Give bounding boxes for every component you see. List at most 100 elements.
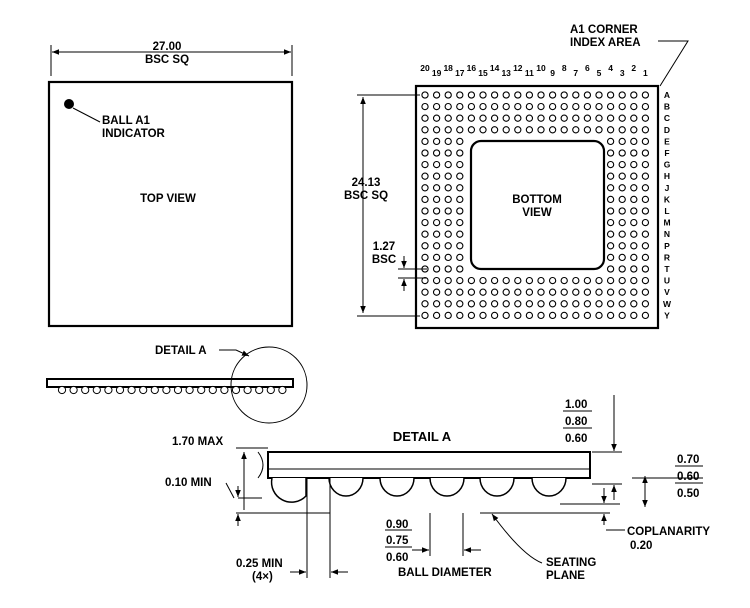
package-top-outline <box>47 80 294 328</box>
solder-ball <box>641 230 650 238</box>
solder-ball <box>641 91 650 99</box>
solder-ball <box>618 126 626 134</box>
side-ball <box>139 385 148 395</box>
solder-ball <box>490 91 499 99</box>
solder-ball <box>606 91 615 99</box>
solder-ball <box>444 149 452 157</box>
solder-ball <box>444 126 452 134</box>
top-width-note: BSC SQ <box>145 54 189 66</box>
solder-ball <box>525 102 534 111</box>
solder-ball <box>572 288 580 296</box>
column-label: 12 <box>513 63 523 73</box>
side-ball <box>185 385 194 395</box>
solder-ball <box>502 300 510 308</box>
row-label: D <box>664 125 670 135</box>
solder-ball <box>641 207 650 215</box>
solder-ball <box>630 149 638 157</box>
solder-ball <box>432 195 441 204</box>
solder-ball <box>421 311 429 320</box>
leader-line <box>72 107 101 123</box>
solder-ball <box>514 102 522 111</box>
solder-ball <box>432 311 441 320</box>
solder-ball <box>595 300 603 308</box>
column-label: 16 <box>467 63 477 73</box>
solder-ball <box>421 242 429 250</box>
solder-ball <box>467 102 476 111</box>
solder-ball <box>572 91 580 99</box>
row-label: V <box>664 287 670 297</box>
column-label: 7 <box>573 68 578 78</box>
solder-ball <box>583 102 592 111</box>
solder-ball <box>618 102 626 111</box>
solder-ball <box>514 91 522 99</box>
solder-ball <box>444 207 452 215</box>
solder-ball <box>641 276 650 285</box>
solder-ball <box>432 253 441 262</box>
side-ball <box>104 385 113 395</box>
solder-ball <box>618 218 626 227</box>
side-balls <box>57 385 287 395</box>
body-nom: 0.80 <box>565 416 587 428</box>
package-bottom-outline <box>414 84 660 330</box>
solder-ball <box>467 114 476 122</box>
solder-ball <box>606 114 615 122</box>
solder-ball <box>456 102 464 111</box>
row-label: K <box>664 194 671 204</box>
solder-ball <box>618 311 626 320</box>
solder-ball <box>595 126 603 134</box>
solder-ball <box>641 253 650 262</box>
solder-ball <box>444 230 452 238</box>
column-label: 10 <box>536 63 546 73</box>
column-label: 11 <box>525 68 534 78</box>
solder-ball <box>432 207 441 215</box>
side-ball <box>150 385 159 395</box>
solder-ball <box>456 300 464 308</box>
edge-min: 0.25 MIN <box>236 558 283 570</box>
leader-line <box>225 482 235 499</box>
side-body <box>46 378 294 388</box>
column-label: 9 <box>550 68 555 78</box>
row-label: P <box>664 241 670 251</box>
row-label: Y <box>664 310 670 320</box>
solder-ball <box>583 300 592 308</box>
coplanarity-label: COPLANARITY <box>627 526 710 538</box>
solder-ball <box>560 91 568 99</box>
solder-ball <box>444 288 452 296</box>
detail-a: DETAIL A 1.70 MAX 0.10 MIN 0.25 MIN (4×)… <box>165 395 710 583</box>
body-min: 0.60 <box>565 433 587 445</box>
column-label: 19 <box>432 68 442 78</box>
solder-ball <box>467 300 476 308</box>
solder-ball <box>456 276 464 285</box>
solder-ball <box>606 265 615 273</box>
solder-ball <box>421 300 429 308</box>
solder-ball <box>548 300 557 308</box>
solder-ball <box>595 288 603 296</box>
solder-ball <box>641 149 650 157</box>
height-max: 1.70 MAX <box>172 436 223 448</box>
row-label: A <box>664 90 670 100</box>
column-label: 20 <box>420 63 430 73</box>
solder-ball <box>456 137 464 146</box>
solder-ball <box>525 288 534 296</box>
column-label: 17 <box>455 68 465 78</box>
standoff-min: 0.10 MIN <box>165 477 212 489</box>
solder-ball <box>641 218 650 227</box>
detail-title: DETAIL A <box>393 429 452 444</box>
solder-ball <box>606 253 615 262</box>
solder-ball <box>444 137 452 146</box>
solder-ball <box>630 126 638 134</box>
solder-ball <box>630 253 638 262</box>
solder-ball <box>456 160 464 169</box>
solder-ball <box>618 300 626 308</box>
solder-ball <box>537 102 545 111</box>
solder-ball <box>432 91 441 99</box>
solder-ball <box>525 114 534 122</box>
solder-ball <box>490 311 499 320</box>
coplanarity-value: 0.20 <box>630 540 652 552</box>
bottom-view-title: BOTTOM <box>512 194 562 206</box>
solder-ball <box>548 311 557 320</box>
solder-ball <box>502 288 510 296</box>
